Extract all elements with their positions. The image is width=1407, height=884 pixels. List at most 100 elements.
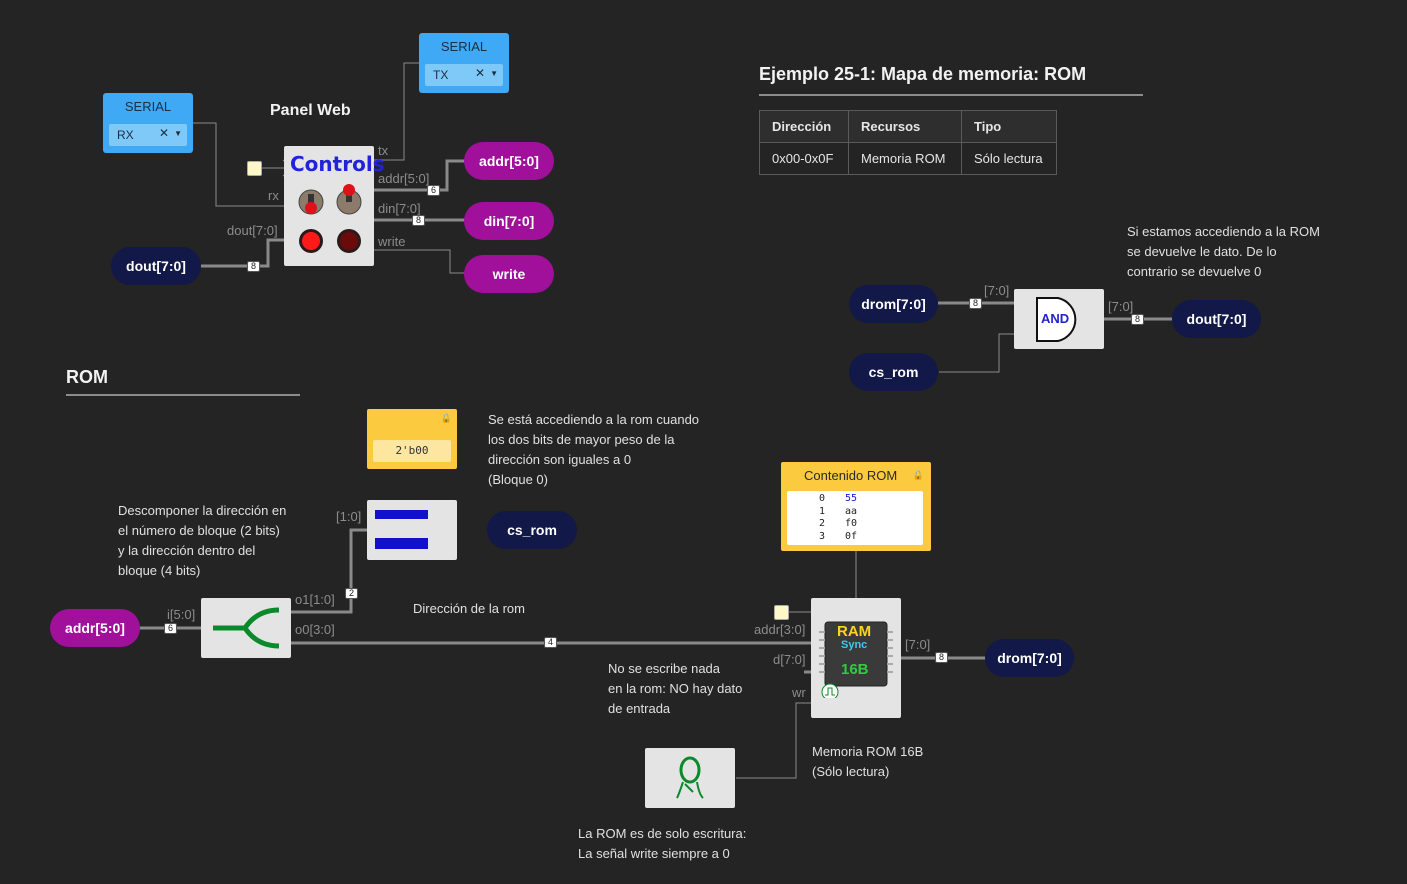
serial-tx-select[interactable]: TX ✕ ▼ (425, 64, 503, 86)
port-label: din[7:0] (378, 201, 421, 216)
rom-content-line: 2 f0 (787, 518, 923, 531)
no-write-note: No se escribe nada en la rom: NO hay dat… (608, 661, 743, 716)
chip-label-ram: RAM (837, 623, 872, 640)
bus-width-badge: 6 (427, 185, 441, 196)
controls-icon (298, 184, 362, 253)
rom-line-value: 0f (845, 530, 858, 542)
clock-checkbox[interactable] (774, 605, 789, 620)
rom-section-title: ROM (66, 367, 108, 387)
table-cell: 0x00-0x0F (759, 142, 849, 175)
serial-rx-block[interactable]: SERIAL RX ✕ ▼ (103, 93, 193, 153)
serial-value: RX (117, 128, 134, 142)
table-header: Recursos (848, 110, 962, 143)
table-cell: Sólo lectura (961, 142, 1057, 175)
controls-label: Controls (290, 152, 385, 176)
output-pin-dout[interactable]: dout[7:0] (1172, 300, 1261, 338)
port-label: addr[5:0] (378, 171, 430, 186)
output-pin-write[interactable]: write (464, 255, 554, 293)
bus-width-badge: 6 (164, 623, 178, 634)
and-gate-icon (1036, 297, 1077, 342)
port-label: rx (268, 188, 279, 203)
and-gate-block[interactable]: AND (1014, 289, 1104, 349)
rom-line-value: f0 (845, 518, 858, 529)
lock-icon: 🔒 (440, 413, 452, 423)
equals-icon (375, 510, 428, 549)
output-pin-drom[interactable]: drom[7:0] (985, 639, 1074, 677)
split-note: Descomponer la dirección en el número de… (118, 503, 287, 578)
serial-caption: SERIAL (440, 39, 488, 54)
bus-width-badge: 4 (544, 637, 558, 648)
bus-width-badge: 8 (247, 261, 261, 272)
rom-content-editor[interactable]: 0 55 1 aa 2 f0 3 0f (787, 491, 923, 545)
and-note: Si estamos accediendo a la ROM se devuel… (1127, 224, 1320, 279)
panel-web-title: Panel Web (270, 102, 351, 119)
port-label: o1[1:0] (295, 592, 335, 607)
bus-label: [7:0] (984, 283, 1010, 298)
bus-width-badge: 8 (935, 652, 949, 663)
serial-rx-select[interactable]: RX ✕ ▼ (109, 124, 187, 146)
zero-icon (676, 756, 704, 799)
chip-label-sync: Sync (841, 639, 868, 651)
serial-value: TX (433, 68, 449, 82)
lock-icon: 🔒 (912, 470, 924, 480)
rom-line-value: 55 (845, 493, 858, 504)
port-label: addr[3:0] (754, 622, 806, 637)
clear-icon[interactable]: ✕ (474, 66, 485, 80)
constant-value[interactable]: 2'b00 (373, 440, 451, 462)
constant-block[interactable]: 🔒 2'b00 (367, 409, 457, 469)
chip-label-size: 16B (841, 661, 869, 678)
compare-note: Se está accediendo a la rom cuando los d… (488, 412, 700, 487)
clear-icon[interactable]: ✕ (158, 126, 169, 140)
port-label: [7:0] (905, 637, 931, 652)
rom-content-title: Contenido ROM (804, 468, 898, 483)
zero-note: La ROM es de solo escritura: La señal wr… (578, 826, 747, 861)
serial-caption: SERIAL (124, 99, 172, 114)
port-label: wr (792, 685, 806, 700)
table-cell: Memoria ROM (848, 142, 962, 175)
port-label: o0[3:0] (295, 622, 335, 637)
output-pin-cs-rom[interactable]: cs_rom (487, 511, 577, 549)
output-pin-addr[interactable]: addr[5:0] (464, 142, 554, 180)
bus-label: [1:0] (336, 509, 362, 524)
table-header-row: Dirección Recursos Tipo (759, 110, 1057, 143)
rom-content-line: 1 aa (787, 506, 923, 519)
ram-chip-icon (819, 621, 893, 698)
serial-tx-block[interactable]: SERIAL TX ✕ ▼ (419, 33, 509, 93)
port-label: write (378, 234, 406, 249)
port-label: i[5:0] (167, 607, 196, 622)
table-header: Dirección (759, 110, 849, 143)
comparator-block[interactable] (367, 500, 457, 560)
table-row: 0x00-0x0F Memoria ROM Sólo lectura (759, 142, 1057, 175)
input-pin-drom[interactable]: drom[7:0] (849, 285, 938, 323)
bus-label: [7:0] (1108, 299, 1134, 314)
address-note: Dirección de la rom (413, 601, 525, 616)
input-pin-addr[interactable]: addr[5:0] (50, 609, 140, 647)
port-label: tx (378, 143, 389, 158)
rom-line-number: 0 (818, 493, 825, 504)
page-title: Ejemplo 25-1: Mapa de memoria: ROM (759, 64, 1087, 84)
clock-checkbox[interactable] (247, 161, 262, 176)
rom-line-number: 2 (818, 518, 825, 529)
output-pin-din[interactable]: din[7:0] (464, 202, 554, 240)
rom-content-block[interactable]: Contenido ROM 🔒 0 55 1 aa 2 f0 3 0f (781, 462, 931, 551)
bus-width-badge: 8 (412, 215, 426, 226)
ram-sync-block[interactable]: RAM Sync 16B (811, 598, 901, 718)
rom-content-line: 3 0f (787, 531, 923, 544)
chevron-down-icon[interactable]: ▼ (174, 129, 182, 138)
port-label: dout[7:0] (227, 223, 278, 238)
memory-map-table: Dirección Recursos Tipo 0x00-0x0F Memori… (759, 110, 1057, 175)
constant-zero-block[interactable] (645, 748, 735, 808)
rom-line-number: 1 (818, 505, 825, 517)
rom-content-line: 0 55 (787, 493, 923, 506)
splitter-block[interactable] (201, 598, 291, 658)
table-header: Tipo (961, 110, 1057, 143)
bus-width-badge: 8 (1131, 314, 1145, 325)
controls-block[interactable]: Controls (284, 146, 385, 266)
rom-line-value: aa (845, 505, 858, 517)
input-pin-dout[interactable]: dout[7:0] (111, 247, 201, 285)
splitter-icon (213, 607, 280, 649)
chevron-down-icon[interactable]: ▼ (490, 69, 498, 78)
input-pin-cs-rom[interactable]: cs_rom (849, 353, 938, 391)
rom-line-number: 3 (818, 530, 825, 542)
port-label: d[7:0] (773, 652, 806, 667)
